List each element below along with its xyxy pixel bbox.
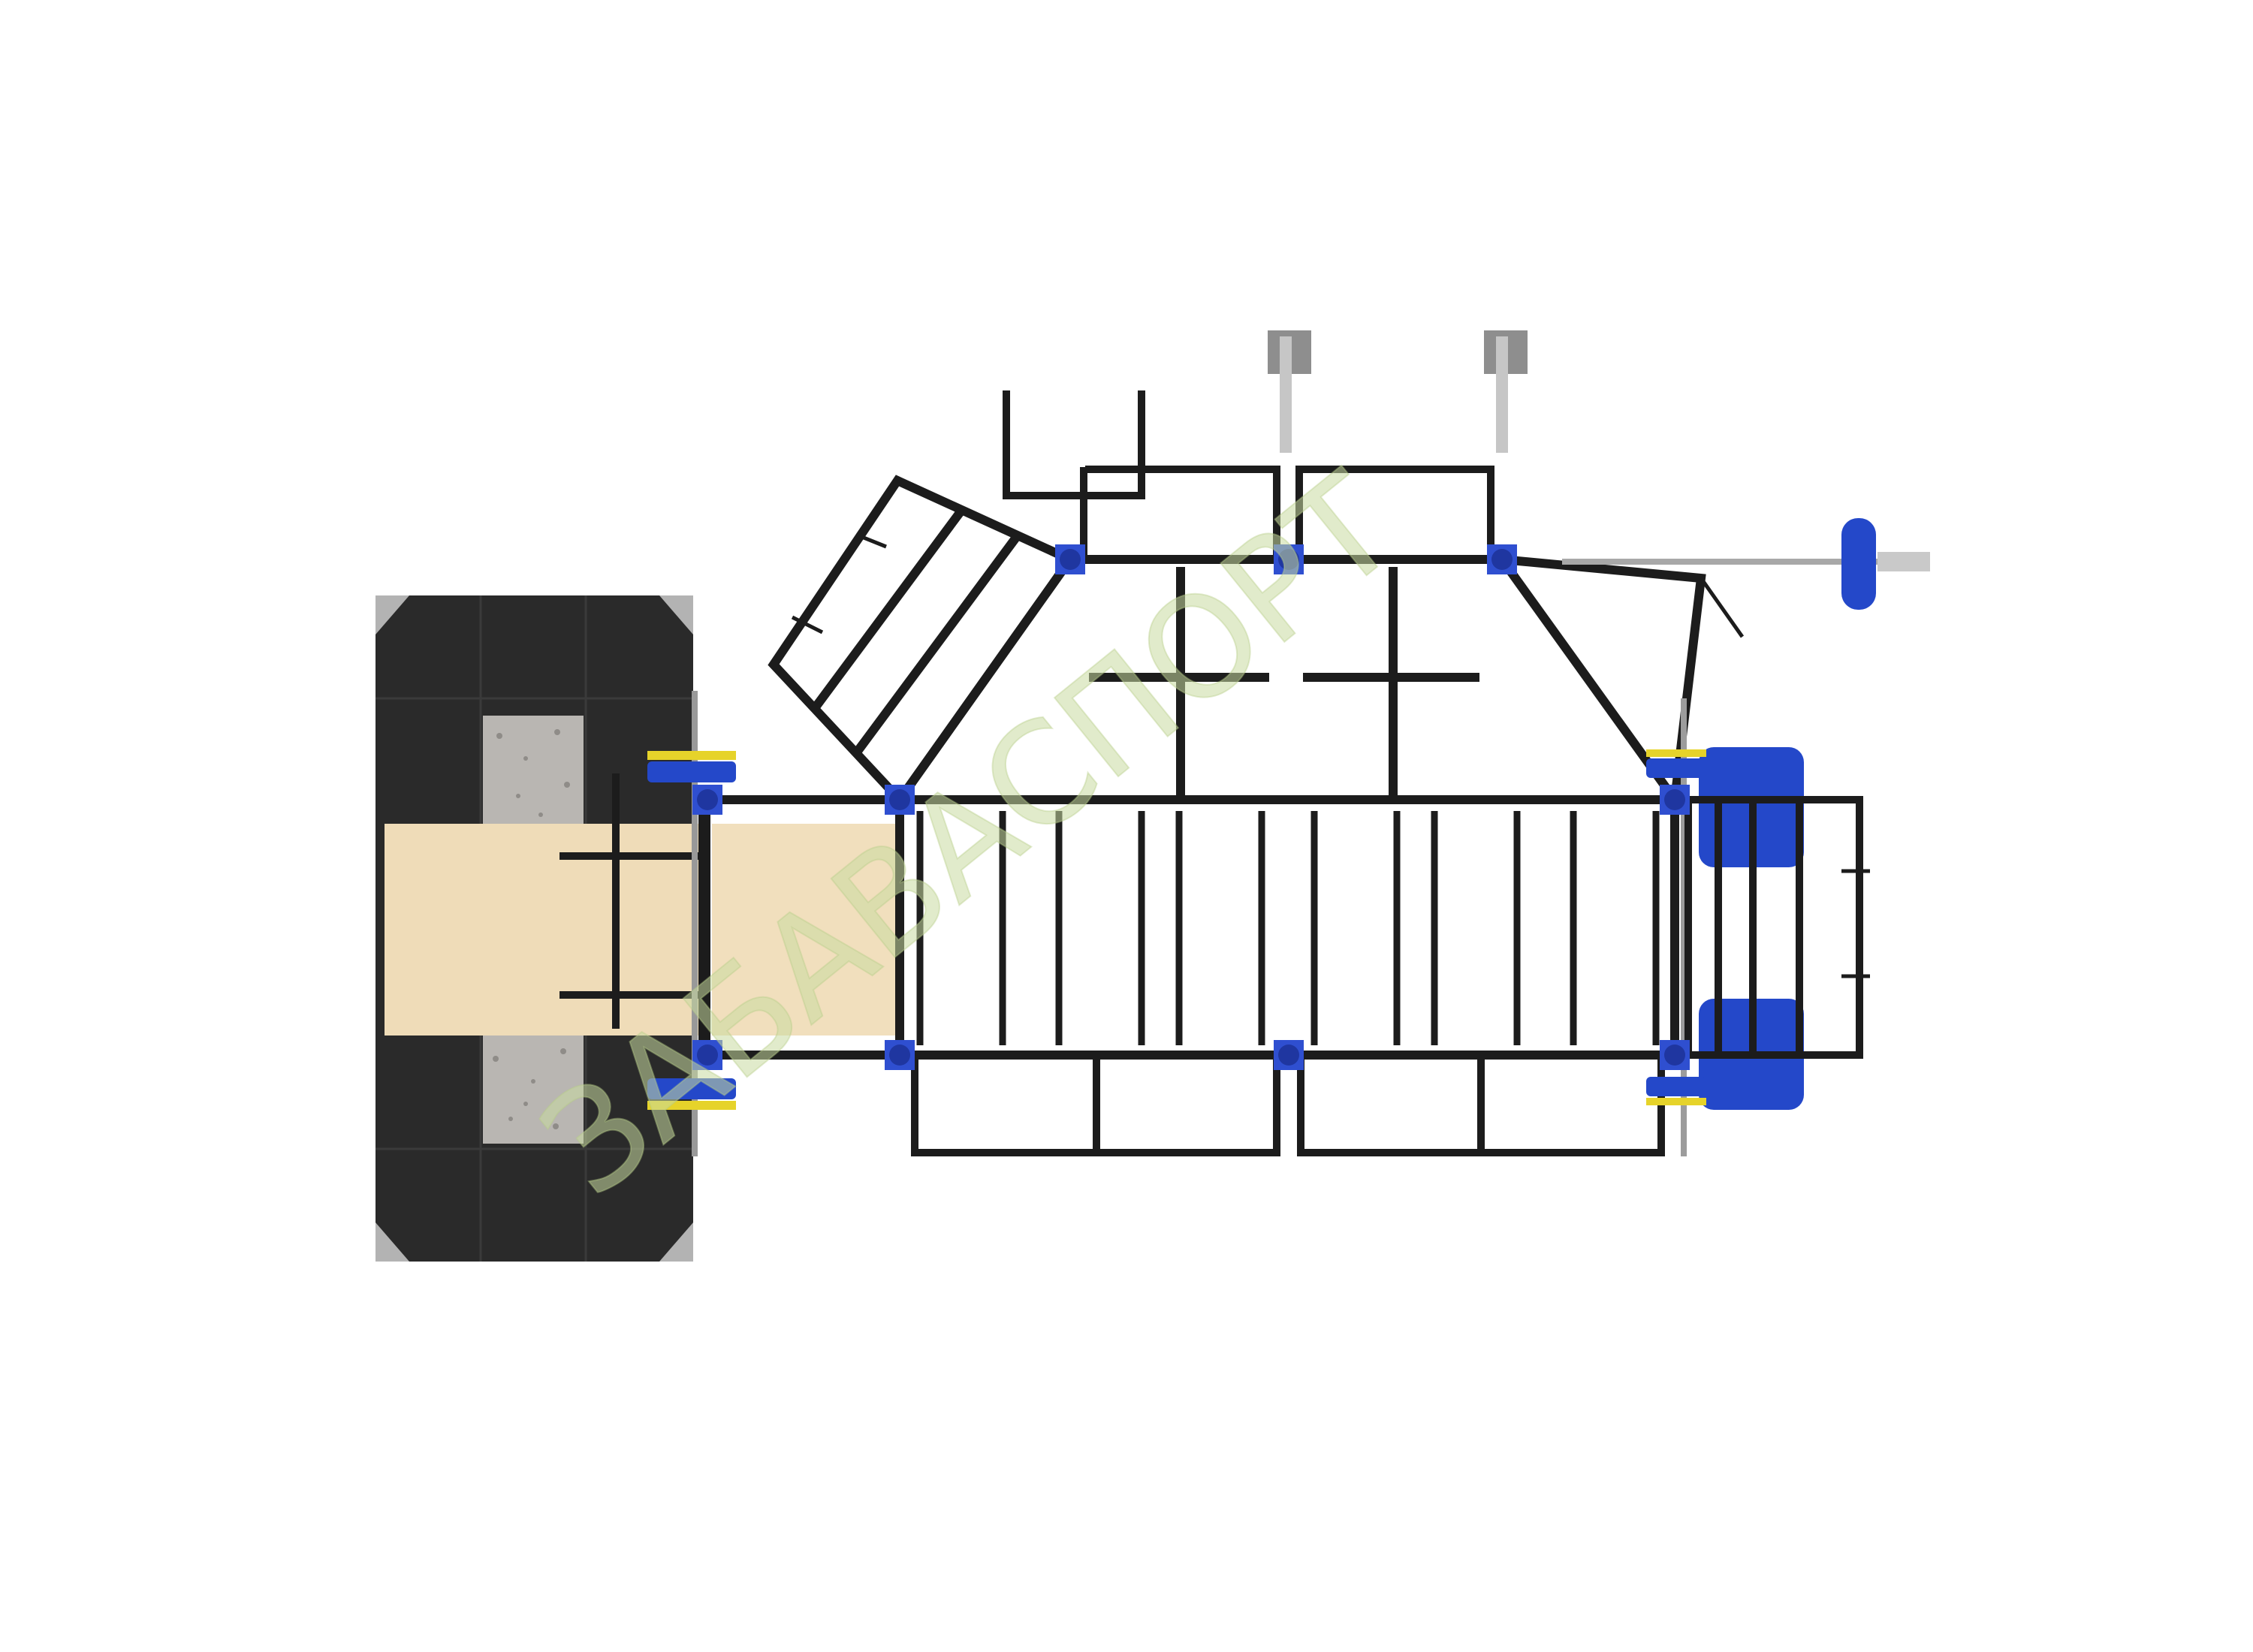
barbell-plate [1841, 518, 1876, 610]
platform-corner-br [659, 1222, 693, 1262]
connector [1274, 1040, 1304, 1070]
main-ladder-frame [701, 795, 1679, 1060]
connector [1660, 1040, 1690, 1070]
connector [1660, 785, 1690, 815]
platform-corner-tr [659, 595, 693, 635]
diagonal-ladder-handles [791, 532, 887, 635]
granite-slab-bottom [483, 1035, 584, 1144]
connector [885, 785, 915, 815]
upper-bars-left [1003, 390, 1494, 559]
hanging-posts [1268, 330, 1528, 453]
platform-corner-bl [376, 1222, 409, 1262]
frame-connectors [692, 544, 1690, 1070]
connector [692, 785, 722, 815]
plywood-board [385, 824, 896, 1036]
right-bench [1646, 747, 1870, 1110]
granite-slab-top [483, 716, 584, 824]
connector [692, 1040, 722, 1070]
connector [1055, 544, 1085, 574]
connector [1487, 544, 1517, 574]
plywood-right [712, 824, 896, 1036]
connector [1274, 544, 1304, 574]
platform-corner-tl [376, 595, 409, 635]
ladder-rungs [916, 811, 1660, 1045]
connector [885, 1040, 915, 1070]
left-rotating-disks [647, 751, 736, 1110]
barbell-collar [1878, 552, 1930, 571]
granite-speckle [493, 729, 570, 1129]
